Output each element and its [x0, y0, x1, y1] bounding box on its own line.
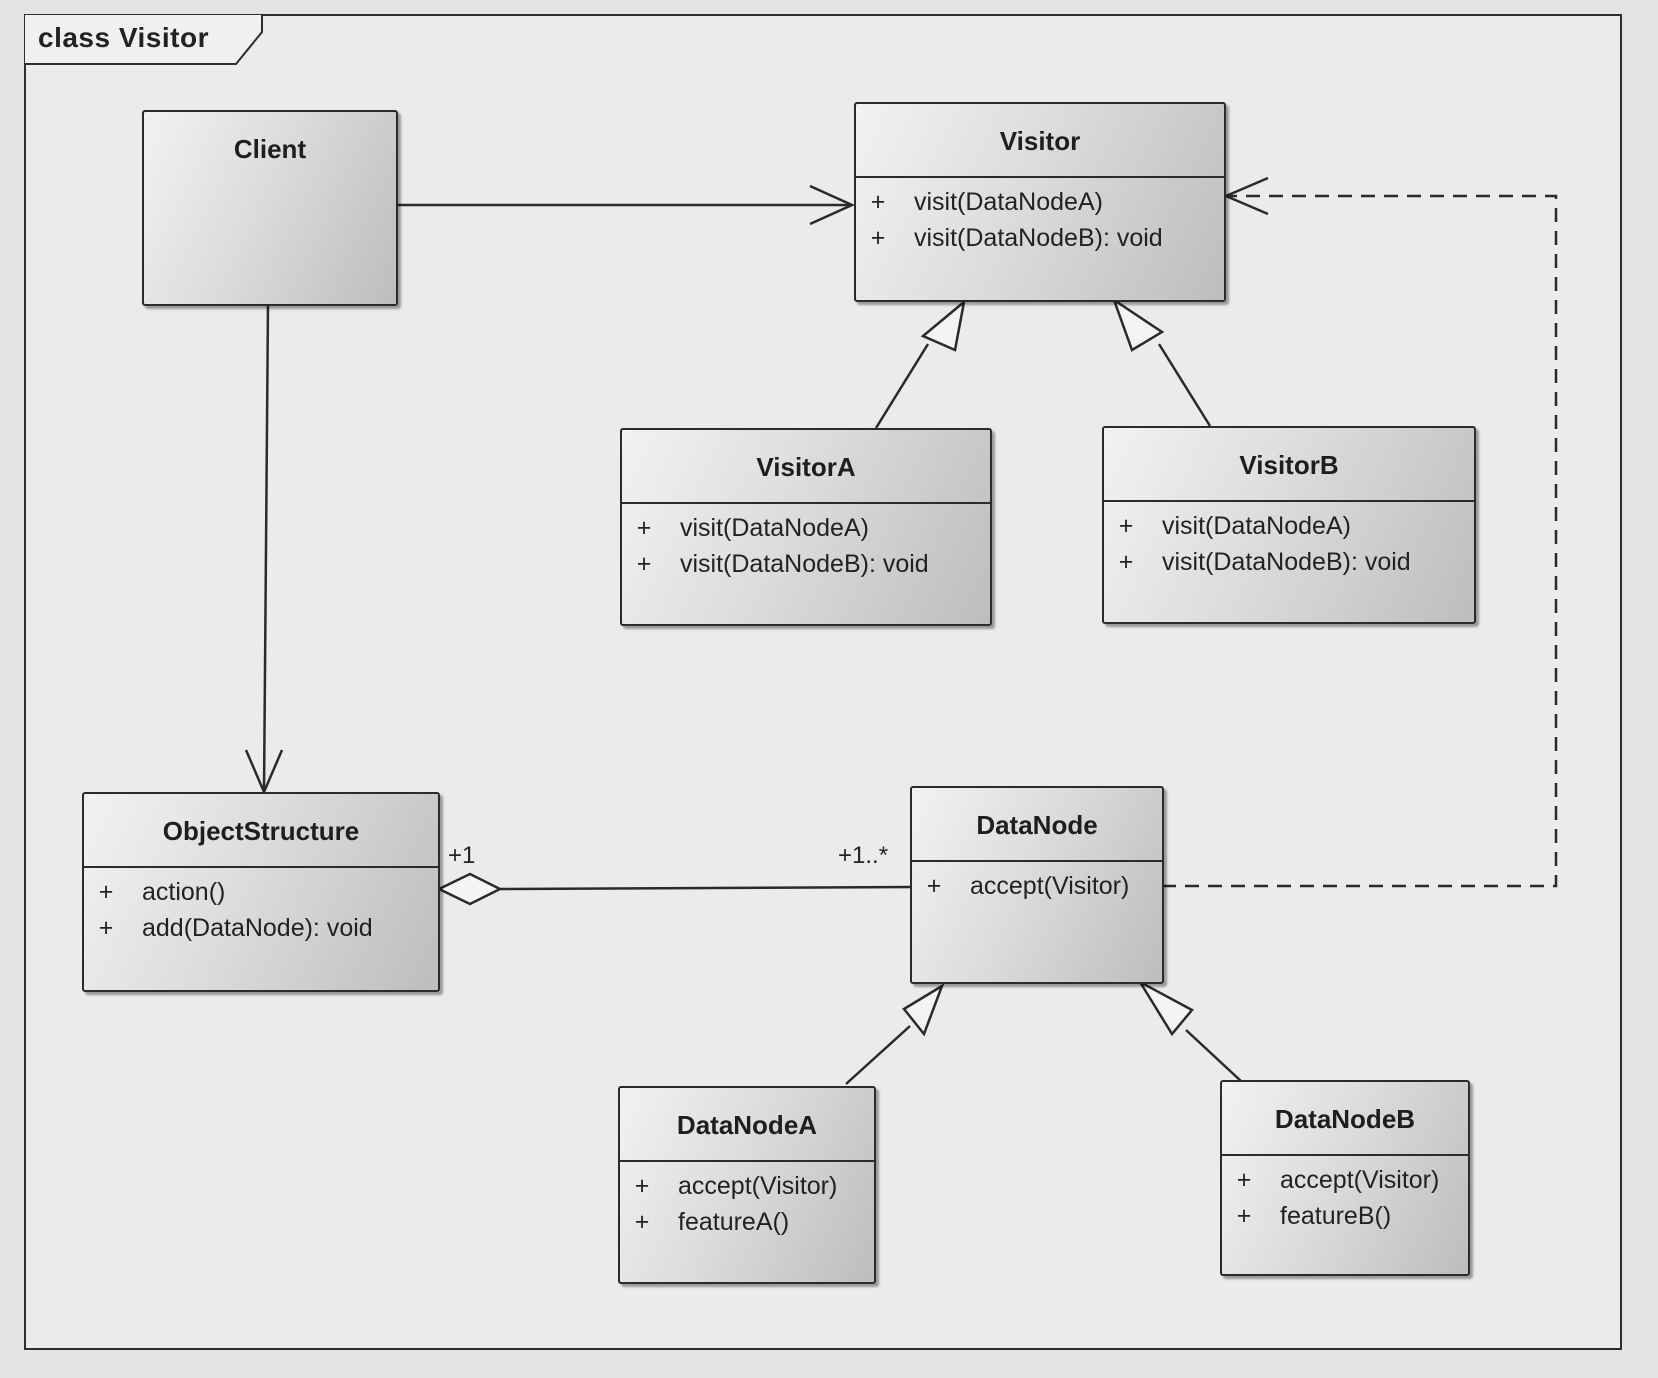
operation: + visit(DataNodeA) — [1104, 512, 1474, 548]
operation-signature: accept(Visitor) — [1280, 1166, 1440, 1194]
visitora-generalization — [874, 343, 930, 429]
operation: + featureB() — [1222, 1202, 1468, 1238]
operations-compartment: + visit(DataNodeA) + visit(DataNodeB): voi… — [1104, 500, 1474, 584]
visibility-marker: + — [98, 878, 114, 906]
visibility-marker: + — [1236, 1202, 1252, 1230]
operations-compartment: + accept(Visitor) — [912, 860, 1162, 908]
operation: + visit(DataNodeB): void — [1104, 548, 1474, 584]
class-name: ObjectStructure — [162, 816, 360, 846]
frame-name-tab — [24, 14, 263, 65]
operation-signature: visit(DataNodeA) — [680, 514, 869, 542]
class-visitor-a[interactable]: VisitorA + visit(DataNodeA) + visit(DataNo… — [620, 428, 992, 626]
operation: + accept(Visitor) — [1222, 1166, 1468, 1202]
visibility-marker: + — [870, 224, 886, 252]
visibility-marker: + — [926, 872, 942, 900]
class-name: VisitorB — [1239, 450, 1339, 480]
operations-compartment: + visit(DataNodeA) + visit(DataNodeB): voi… — [856, 176, 1224, 260]
operation: + visit(DataNodeA) — [622, 514, 990, 550]
operation: + featureA() — [620, 1208, 874, 1244]
visibility-marker: + — [634, 1172, 650, 1200]
operation-signature: accept(Visitor) — [970, 872, 1130, 900]
datanodeb-generalization-triangle — [1136, 978, 1194, 1037]
operations-compartment: + visit(DataNodeA) + visit(DataNodeB): voi… — [622, 502, 990, 586]
client-visitor-arrowhead — [809, 184, 856, 226]
class-data-node[interactable]: DataNode + accept(Visitor) — [910, 786, 1164, 984]
class-visitor-b[interactable]: VisitorB + visit(DataNodeA) + visit(DataNo… — [1102, 426, 1476, 624]
datanodea-generalization — [845, 1025, 911, 1085]
operations-compartment: + action() + add(DataNode): void — [84, 866, 438, 950]
class-name: DataNode — [976, 810, 1098, 840]
datanodeb-generalization — [1185, 1029, 1243, 1083]
operation: + visit(DataNodeB): void — [622, 550, 990, 586]
operation-signature: featureA() — [678, 1208, 790, 1236]
objectstructure-datanode-aggregation — [499, 885, 911, 891]
visitorb-generalization — [1157, 343, 1212, 427]
class-object-structure[interactable]: ObjectStructure + action() + add(DataNode)… — [82, 792, 440, 992]
dependency-arrowhead — [1222, 176, 1269, 216]
frame-title: class Visitor — [38, 22, 209, 53]
class-data-node-b[interactable]: DataNodeB + accept(Visitor) + featureB() — [1220, 1080, 1470, 1276]
datanodea-generalization-triangle — [902, 983, 945, 1037]
operation: + add(DataNode): void — [84, 914, 438, 950]
class-visitor[interactable]: Visitor + visit(DataNodeA) + visit(DataNod… — [854, 102, 1226, 302]
operation-signature: visit(DataNodeA) — [1162, 512, 1351, 540]
visibility-marker: + — [870, 188, 886, 216]
operation-signature: action() — [142, 878, 226, 906]
operation: + visit(DataNodeA) — [856, 188, 1224, 224]
class-client[interactable]: Client — [142, 110, 398, 306]
operation-signature: visit(DataNodeA) — [914, 188, 1103, 216]
visibility-marker: + — [634, 1208, 650, 1236]
multiplicity-part-end: +1..* — [838, 842, 889, 869]
operation-signature: visit(DataNodeB): void — [1162, 548, 1411, 576]
operation: + visit(DataNodeB): void — [856, 224, 1224, 260]
operation-signature: featureB() — [1280, 1202, 1392, 1230]
class-name: Client — [233, 134, 307, 164]
visibility-marker: + — [98, 914, 114, 942]
class-data-node-a[interactable]: DataNodeA + accept(Visitor) + featureA() — [618, 1086, 876, 1284]
operation: + accept(Visitor) — [912, 872, 1162, 908]
client-objectstructure-association — [262, 303, 270, 793]
visitora-generalization-triangle — [920, 298, 966, 352]
operation-signature: add(DataNode): void — [142, 914, 373, 942]
datanode-visitor-dependency — [1162, 194, 1558, 888]
visibility-marker: + — [1118, 548, 1134, 576]
visibility-marker: + — [1236, 1166, 1252, 1194]
visibility-marker: + — [636, 550, 652, 578]
operation-signature: visit(DataNodeB): void — [914, 224, 1163, 252]
operation-signature: accept(Visitor) — [678, 1172, 838, 1200]
class-name: Visitor — [999, 126, 1081, 156]
visitorb-generalization-triangle — [1111, 296, 1165, 352]
class-name: VisitorA — [756, 452, 856, 482]
visibility-marker: + — [1118, 512, 1134, 540]
operation: + action() — [84, 878, 438, 914]
multiplicity-aggregate-end: +1 — [448, 842, 476, 869]
aggregation-diamond — [436, 872, 503, 906]
visibility-marker: + — [636, 514, 652, 542]
class-name: DataNodeB — [1274, 1104, 1416, 1134]
operation: + accept(Visitor) — [620, 1172, 874, 1208]
class-name: DataNodeA — [676, 1110, 818, 1140]
operation-signature: visit(DataNodeB): void — [680, 550, 929, 578]
operations-compartment: + accept(Visitor) + featureA() — [620, 1160, 874, 1244]
operations-compartment: + accept(Visitor) + featureB() — [1222, 1154, 1468, 1238]
